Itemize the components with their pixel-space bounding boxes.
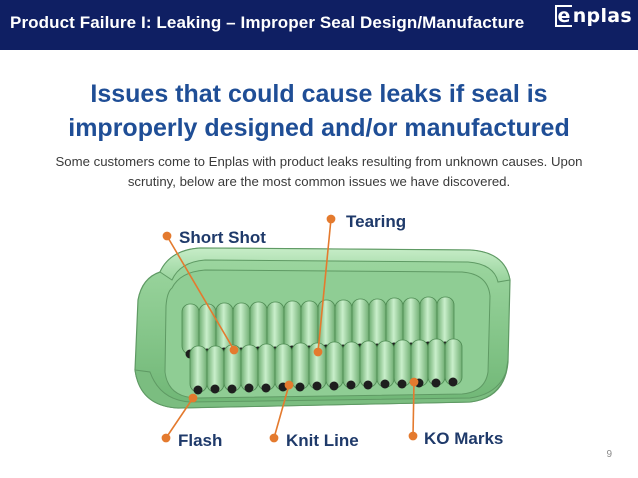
callout-ko-marks: KO Marks	[424, 429, 504, 448]
headline-line-1: Issues that could cause leaks if seal is	[90, 80, 548, 108]
subtitle-line-2: scrutiny, below are the most common issu…	[127, 174, 511, 189]
front-rib-holes	[193, 377, 458, 395]
logo-text: nplas	[572, 5, 632, 27]
front-rib-row	[189, 338, 463, 393]
seal-front-wall	[134, 359, 509, 409]
logo-initial: e	[554, 5, 572, 27]
seal-figure: Short Shot Tearing Flash Knit Line KO Ma…	[0, 200, 638, 470]
headline-line-2: improperly designed and/or manufactured	[68, 114, 570, 142]
slide-title: Product Failure I: Leaking – Improper Se…	[10, 13, 525, 32]
back-rib-row	[181, 296, 455, 355]
title-bar: Product Failure I: Leaking – Improper Se…	[0, 0, 638, 50]
subtitle-line-1: Some customers come to Enplas with produ…	[55, 154, 583, 169]
callout-short-shot: Short Shot	[179, 228, 266, 247]
seal-top-rim	[159, 247, 511, 283]
callout-knit-line: Knit Line	[286, 431, 359, 450]
callout-tearing: Tearing	[346, 212, 407, 231]
seal-illustration	[134, 214, 511, 443]
headline: Issues that could cause leaks if seal is…	[0, 77, 638, 145]
page-number: 9	[606, 449, 612, 460]
subtitle: Some customers come to Enplas with produ…	[20, 152, 618, 192]
callout-flash: Flash	[178, 431, 223, 450]
callout-leaders	[161, 214, 419, 443]
